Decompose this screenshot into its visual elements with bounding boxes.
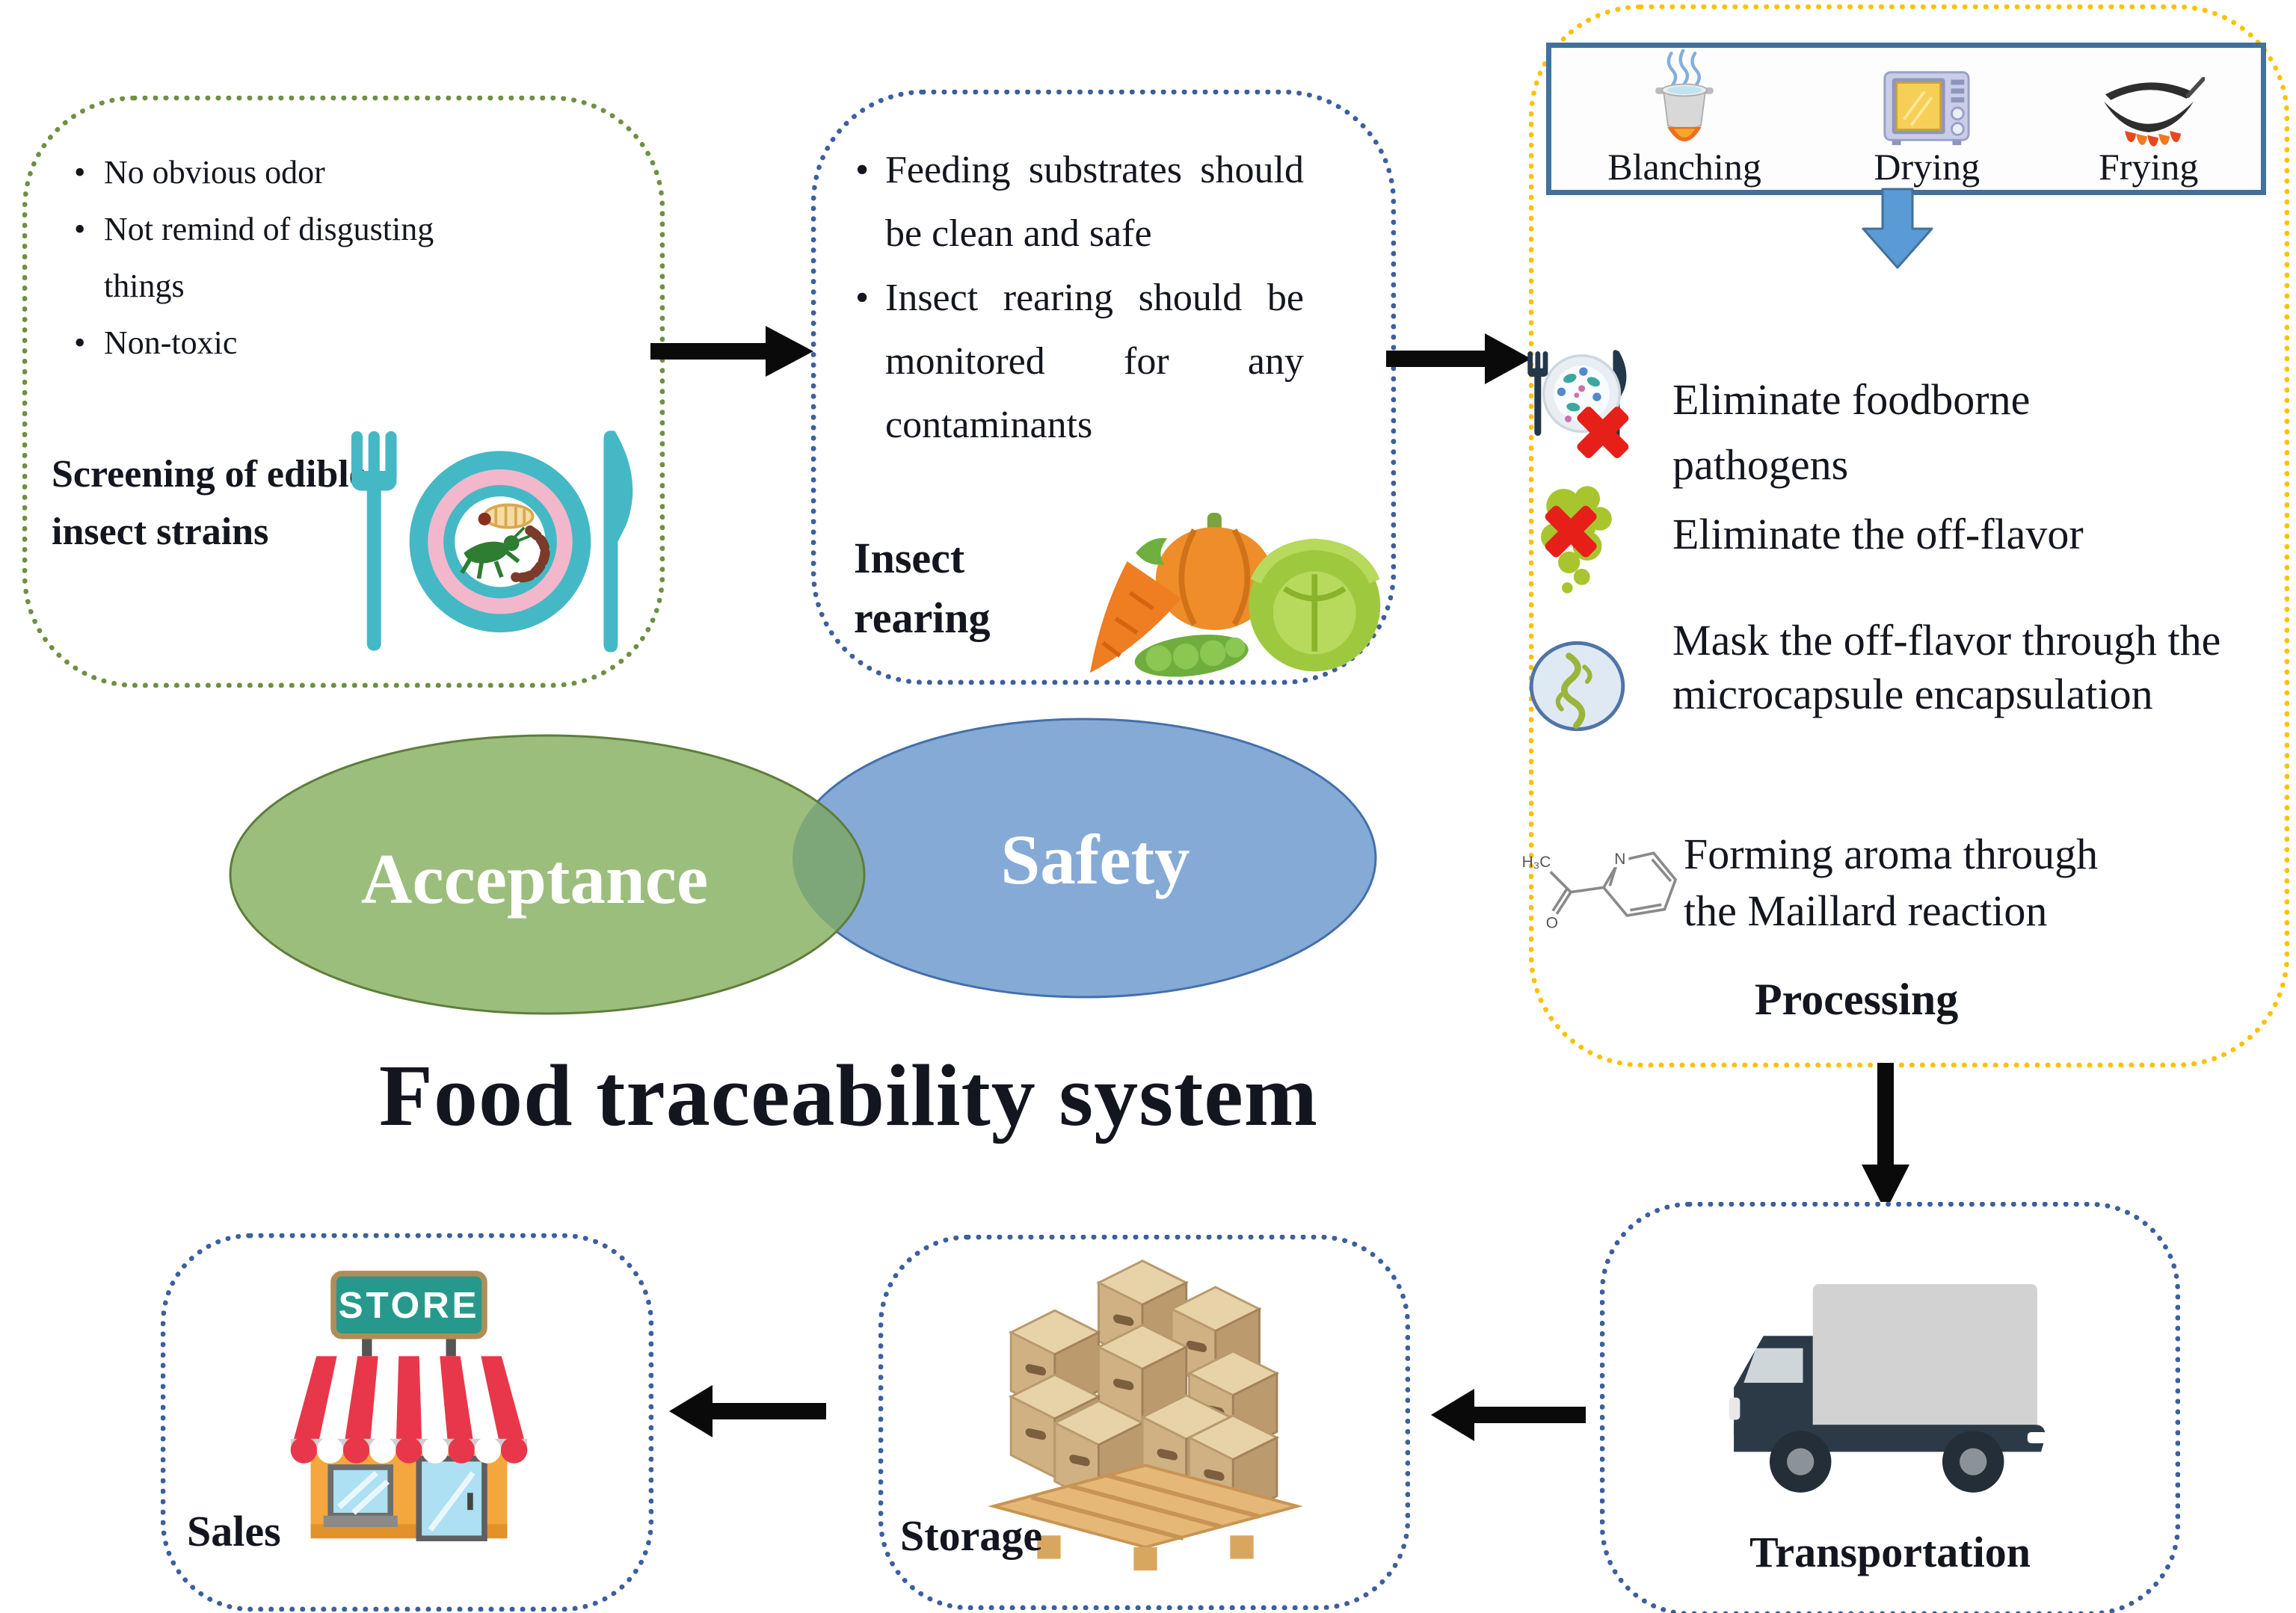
transportation-label: Transportation (1749, 1528, 2031, 1576)
acceptance-safety-venn: Acceptance Safety (229, 718, 1377, 1015)
molecule-ch3-label: H₃C (1522, 854, 1551, 871)
rearing-bullet-2: Insect rearing should be monitored for a… (885, 276, 1304, 447)
rearing-bullet-1: Feeding substrates should be clean and s… (885, 149, 1304, 256)
bullet-icon: • (74, 154, 86, 191)
pallet-boxes-icon (988, 1259, 1303, 1571)
storage-box: Storage (878, 1235, 1410, 1610)
processing-item-4: Forming aroma through the Maillard react… (1684, 830, 2099, 935)
plate-cutlery-insects-icon (351, 431, 633, 653)
list-item: • Not remind of disgusting things (74, 201, 457, 315)
arrow-transportation-to-storage (1431, 1389, 1586, 1441)
processing-item-3: Mask the off-flavor through the microcap… (1672, 616, 2221, 718)
screening-bullet-2: Not remind of disgusting things (104, 211, 434, 305)
list-item: • Non-toxic (74, 315, 457, 371)
bullet-icon: • (855, 149, 870, 191)
rearing-label: Insect rearing (854, 534, 991, 643)
molecule-o-label: O (1546, 915, 1558, 932)
screening-box: • No obvious odor • Not remind of disgus… (22, 96, 665, 688)
list-item: • Insect rearing should be monitored for… (855, 266, 1304, 457)
safety-label: Safety (1000, 820, 1189, 899)
transportation-box: Transportation (1600, 1202, 2180, 1613)
drying-oven-icon (1883, 71, 1970, 146)
blue-down-arrow (1862, 188, 1933, 269)
acceptance-ellipse (230, 735, 864, 1014)
list-item: • Feeding substrates should be clean and… (855, 138, 1304, 266)
store-sign-label: STORE (339, 1285, 480, 1326)
no-pathogens-icon (1527, 350, 1629, 458)
arrow-storage-to-sales (669, 1385, 826, 1437)
frying-wok-icon (2103, 76, 2205, 147)
microcapsule-icon (1529, 641, 1625, 732)
frying-label: Frying (2098, 146, 2199, 188)
bullet-icon: • (74, 324, 86, 362)
blanching-pot-icon (1655, 49, 1714, 142)
store-icon: STORE (290, 1271, 528, 1542)
sales-label: Sales (187, 1507, 281, 1555)
processing-label: Processing (1755, 975, 1959, 1024)
screening-label: Screening of edible insect strains (52, 453, 366, 553)
method-frying: Frying (2093, 46, 2205, 190)
truck-icon (1729, 1284, 2048, 1493)
arrow-processing-to-transportation (1862, 1063, 1909, 1212)
processing-methods-frame: Blanching Drying (1546, 43, 2266, 195)
screening-bullet-3: Non-toxic (104, 324, 238, 362)
vegetables-icon (1089, 513, 1381, 677)
no-off-flavor-icon (1541, 486, 1612, 593)
method-drying: Drying (1874, 46, 1980, 190)
storage-label: Storage (900, 1511, 1043, 1560)
drying-label: Drying (1874, 146, 1980, 188)
processing-item-2: Eliminate the off-flavor (1672, 510, 2084, 558)
method-blanching: Blanching (1607, 46, 1761, 190)
sales-box: STORE (161, 1233, 653, 1612)
screening-bullet-1: No obvious odor (104, 154, 325, 191)
list-item: • No obvious odor (74, 144, 457, 201)
molecule-n-label: N (1614, 851, 1625, 868)
rearing-bullet-list: • Feeding substrates should be clean and… (855, 138, 1304, 457)
bullet-icon: • (855, 276, 870, 319)
insect-rearing-box: • Feeding substrates should be clean and… (811, 90, 1396, 685)
blanching-label: Blanching (1607, 146, 1761, 188)
arrow-screening-to-rearing (650, 326, 813, 377)
acetylpyridine-molecule-icon: N H₃C O (1522, 850, 1678, 932)
screening-bullet-list: • No obvious odor • Not remind of disgus… (74, 144, 457, 371)
bullet-icon: • (74, 211, 86, 248)
processing-item-1: Eliminate foodborne pathogens (1672, 375, 2031, 489)
page-title: Food traceability system (378, 1046, 1319, 1144)
arrow-rearing-to-processing (1386, 333, 1531, 384)
acceptance-label: Acceptance (361, 839, 708, 919)
processing-box: Blanching Drying (1522, 4, 2289, 1067)
